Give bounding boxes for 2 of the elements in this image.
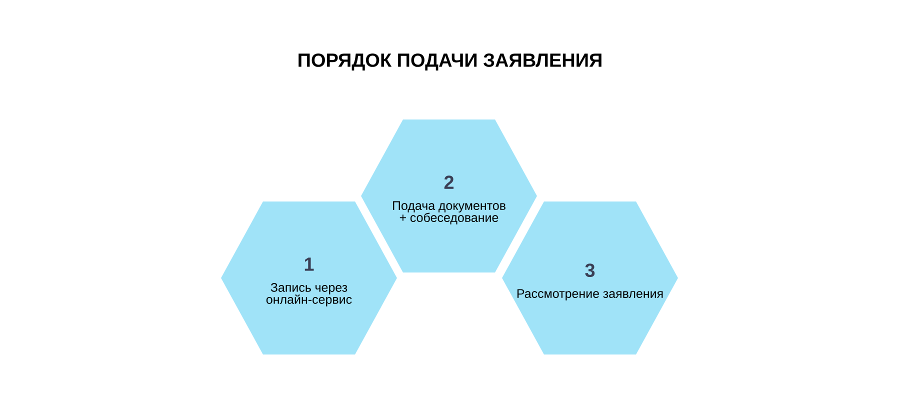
- hexagon: 2 Подача документов + собеседование: [361, 120, 537, 272]
- title: ПОРЯДОК ПОДАЧИ ЗАЯВЛЕНИЯ: [298, 53, 602, 71]
